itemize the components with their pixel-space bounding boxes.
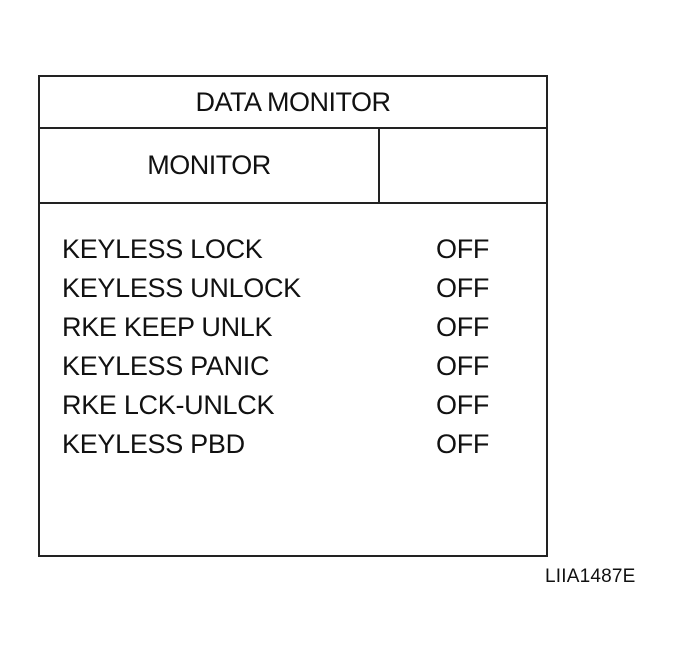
- monitor-items-list: KEYLESS LOCK OFF KEYLESS UNLOCK OFF RKE …: [62, 230, 522, 464]
- monitor-item-label: KEYLESS LOCK: [62, 234, 263, 264]
- monitor-item-label: KEYLESS PBD: [62, 429, 245, 459]
- monitor-item-keyless-lock[interactable]: KEYLESS LOCK OFF: [62, 230, 522, 269]
- monitor-item-keyless-pbd[interactable]: KEYLESS PBD OFF: [62, 425, 522, 464]
- data-monitor-screen: DATA MONITOR MONITOR KEYLESS LOCK OFF KE…: [38, 75, 548, 557]
- monitor-item-value: OFF: [436, 351, 490, 381]
- monitor-item-rke-lck-unlck[interactable]: RKE LCK-UNLCK OFF: [62, 386, 522, 425]
- monitor-item-label: KEYLESS UNLOCK: [62, 273, 301, 303]
- monitor-item-value: OFF: [436, 429, 490, 459]
- screen-title: DATA MONITOR: [40, 77, 546, 129]
- value-column-header: [380, 129, 546, 202]
- monitor-item-keyless-unlock[interactable]: KEYLESS UNLOCK OFF: [62, 269, 522, 308]
- monitor-item-value: OFF: [436, 234, 490, 264]
- monitor-item-rke-keep-unlk[interactable]: RKE KEEP UNLK OFF: [62, 308, 522, 347]
- monitor-item-value: OFF: [436, 273, 490, 303]
- monitor-item-label: KEYLESS PANIC: [62, 351, 270, 381]
- monitor-item-label: RKE LCK-UNLCK: [62, 390, 275, 420]
- monitor-item-value: OFF: [436, 312, 490, 342]
- monitor-header-row: MONITOR: [40, 129, 546, 204]
- figure-code: LIIA1487E: [545, 566, 636, 587]
- monitor-item-value: OFF: [436, 390, 490, 420]
- monitor-item-keyless-panic[interactable]: KEYLESS PANIC OFF: [62, 347, 522, 386]
- monitor-item-label: RKE KEEP UNLK: [62, 312, 273, 342]
- monitor-column-header: MONITOR: [40, 129, 380, 202]
